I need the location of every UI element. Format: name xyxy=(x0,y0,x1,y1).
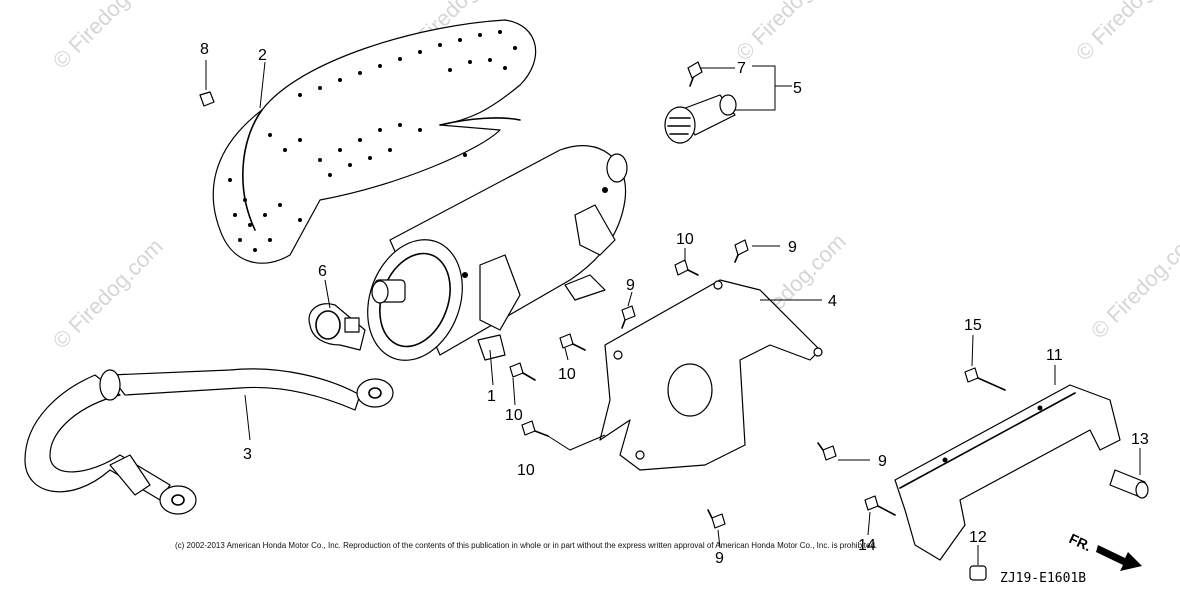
callout-10: 10 xyxy=(676,231,694,248)
callout-10: 10 xyxy=(517,462,535,479)
callout-9: 9 xyxy=(626,277,635,294)
callout-8: 8 xyxy=(200,41,209,58)
bolt-9b xyxy=(621,305,636,329)
watermark: © Firedog.com xyxy=(48,234,168,354)
bolt-8 xyxy=(199,91,215,107)
copyright-notice: (c) 2002-2013 American Honda Motor Co., … xyxy=(175,541,877,550)
bolt-15 xyxy=(964,367,1006,391)
fitting-part-5 xyxy=(664,61,737,144)
callout-1: 1 xyxy=(487,388,496,405)
callout-2: 2 xyxy=(258,47,267,64)
callout-14: 14 xyxy=(858,537,876,554)
watermark: © Firedog.com xyxy=(731,0,851,66)
bolt-9a xyxy=(734,239,749,263)
callout-12: 12 xyxy=(969,529,987,546)
muffler-part-1 xyxy=(367,145,628,361)
heat-shield-part-2 xyxy=(212,19,537,264)
bolt-10b xyxy=(559,333,586,351)
watermark: © Firedog.com xyxy=(1071,0,1180,66)
callout-9: 9 xyxy=(878,453,887,470)
callout-15: 15 xyxy=(964,317,982,334)
callout-3: 3 xyxy=(243,446,252,463)
callout-9: 9 xyxy=(788,239,797,256)
bolt-9d xyxy=(707,509,726,529)
front-direction-marker: FR. xyxy=(1067,530,1142,571)
bolt-9c xyxy=(817,442,837,461)
perforation-holes xyxy=(228,30,517,252)
callout-10: 10 xyxy=(558,366,576,383)
guard-plate-part-11 xyxy=(894,384,1121,561)
callout-5: 5 xyxy=(793,80,802,97)
clamp-part-6 xyxy=(308,303,366,351)
callout-4: 4 xyxy=(828,293,837,310)
callout-9: 9 xyxy=(715,550,724,567)
diagram-code: ZJ19-E1601B xyxy=(1000,571,1086,586)
callout-11: 11 xyxy=(1046,347,1063,364)
leader-lines xyxy=(205,60,1141,565)
bolt-10a xyxy=(674,259,699,276)
bolt-14 xyxy=(864,495,896,516)
callout-13: 13 xyxy=(1131,431,1149,448)
callout-7: 7 xyxy=(737,60,746,77)
bolt-10c xyxy=(509,362,536,381)
watermark: © Firedog.com xyxy=(48,0,168,74)
callout-10: 10 xyxy=(505,407,523,424)
spacer-part-13 xyxy=(1109,469,1149,499)
exhaust-pipe-part-3 xyxy=(24,368,394,515)
front-arrow-icon xyxy=(1096,545,1142,571)
front-label: FR. xyxy=(1067,530,1094,554)
collar-part-12 xyxy=(969,565,987,581)
callout-6: 6 xyxy=(318,263,327,280)
watermark: © Firedog.com xyxy=(1086,224,1180,344)
bolt-10d xyxy=(521,420,549,437)
callout-labels: 8 2 7 5 6 3 1 9 10 9 4 10 10 10 9 14 15 … xyxy=(200,41,1149,567)
bolts xyxy=(199,91,1006,529)
bracket-part-4 xyxy=(599,279,823,471)
